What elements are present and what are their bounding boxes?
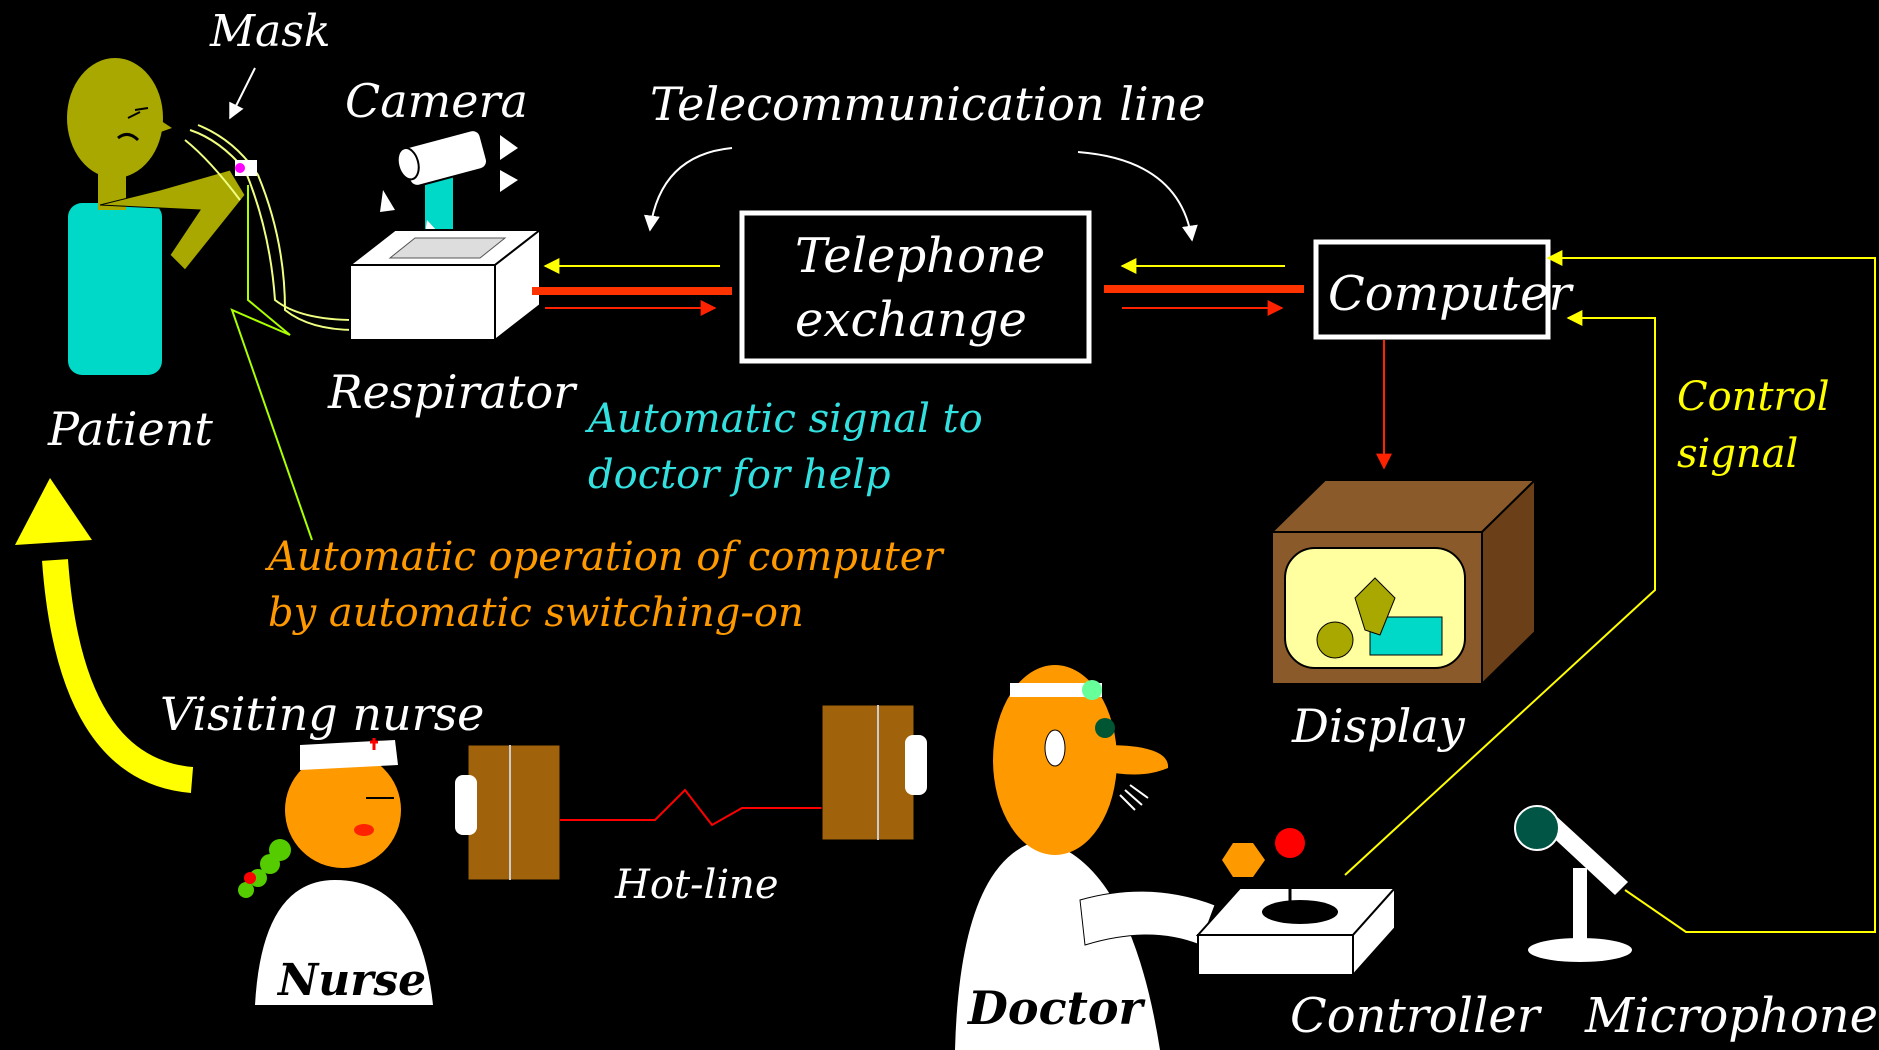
control-signal-label-2: signal [1677, 431, 1798, 477]
auto-operation-label-2: by automatic switching-on [268, 590, 804, 636]
line-exchange-computer [1104, 285, 1304, 293]
microphone-device [1514, 805, 1632, 962]
lightning-line [230, 185, 313, 541]
doctor-label: Doctor [966, 981, 1147, 1035]
signal-links [532, 147, 1876, 933]
telephone-label-2: exchange [795, 292, 1027, 348]
display-monitor [1269, 477, 1538, 687]
auto-signal-label-2: doctor for help [588, 452, 891, 498]
display-label: Display [1291, 699, 1466, 753]
control-signal-label-1: Control [1677, 374, 1830, 420]
nurse-figure [238, 738, 433, 1005]
respirator-box [347, 227, 543, 343]
nurse-label: Nurse [276, 955, 426, 1006]
auto-operation-label-1: Automatic operation of computer [264, 534, 945, 580]
visiting-arrow [42, 559, 194, 793]
telephone-label-1: Telephone [795, 228, 1045, 284]
visiting-arrow-head [15, 478, 92, 545]
control-signal-line [1344, 310, 1656, 876]
auto-signal-label-1: Automatic signal to [584, 396, 983, 442]
microphone-signal-line [1546, 250, 1876, 933]
patient-label: Patient [47, 402, 213, 456]
microphone-label: Microphone [1584, 988, 1878, 1044]
mask-tubes [184, 124, 356, 331]
nurse-phone [455, 744, 561, 881]
camera-figure [380, 129, 518, 235]
patient-figure [67, 58, 246, 375]
telephone-exchange-box [739, 210, 1092, 364]
doctor-phone [821, 704, 927, 841]
hot-line-wire [560, 788, 822, 827]
mask-valve-icon [235, 163, 245, 173]
computer-box [1313, 239, 1551, 340]
visiting-nurse-label: Visiting nurse [160, 687, 484, 741]
computer-label: Computer [1328, 266, 1574, 322]
controller-device [1195, 828, 1398, 978]
mask-label: Mask [209, 6, 331, 57]
respirator-label: Respirator [327, 365, 578, 419]
mask-pointer-arrow [229, 67, 256, 120]
camera-label: Camera [345, 74, 528, 128]
controller-label: Controller [1290, 988, 1543, 1044]
doctor-figure [955, 665, 1265, 1050]
telecom-line-label: Telecommunication line [650, 77, 1206, 131]
line-respirator-exchange [532, 287, 732, 295]
hot-line-label: Hot-line [614, 862, 779, 908]
telecom-arrow-right [1077, 151, 1198, 242]
telecom-arrow-left [643, 147, 733, 232]
